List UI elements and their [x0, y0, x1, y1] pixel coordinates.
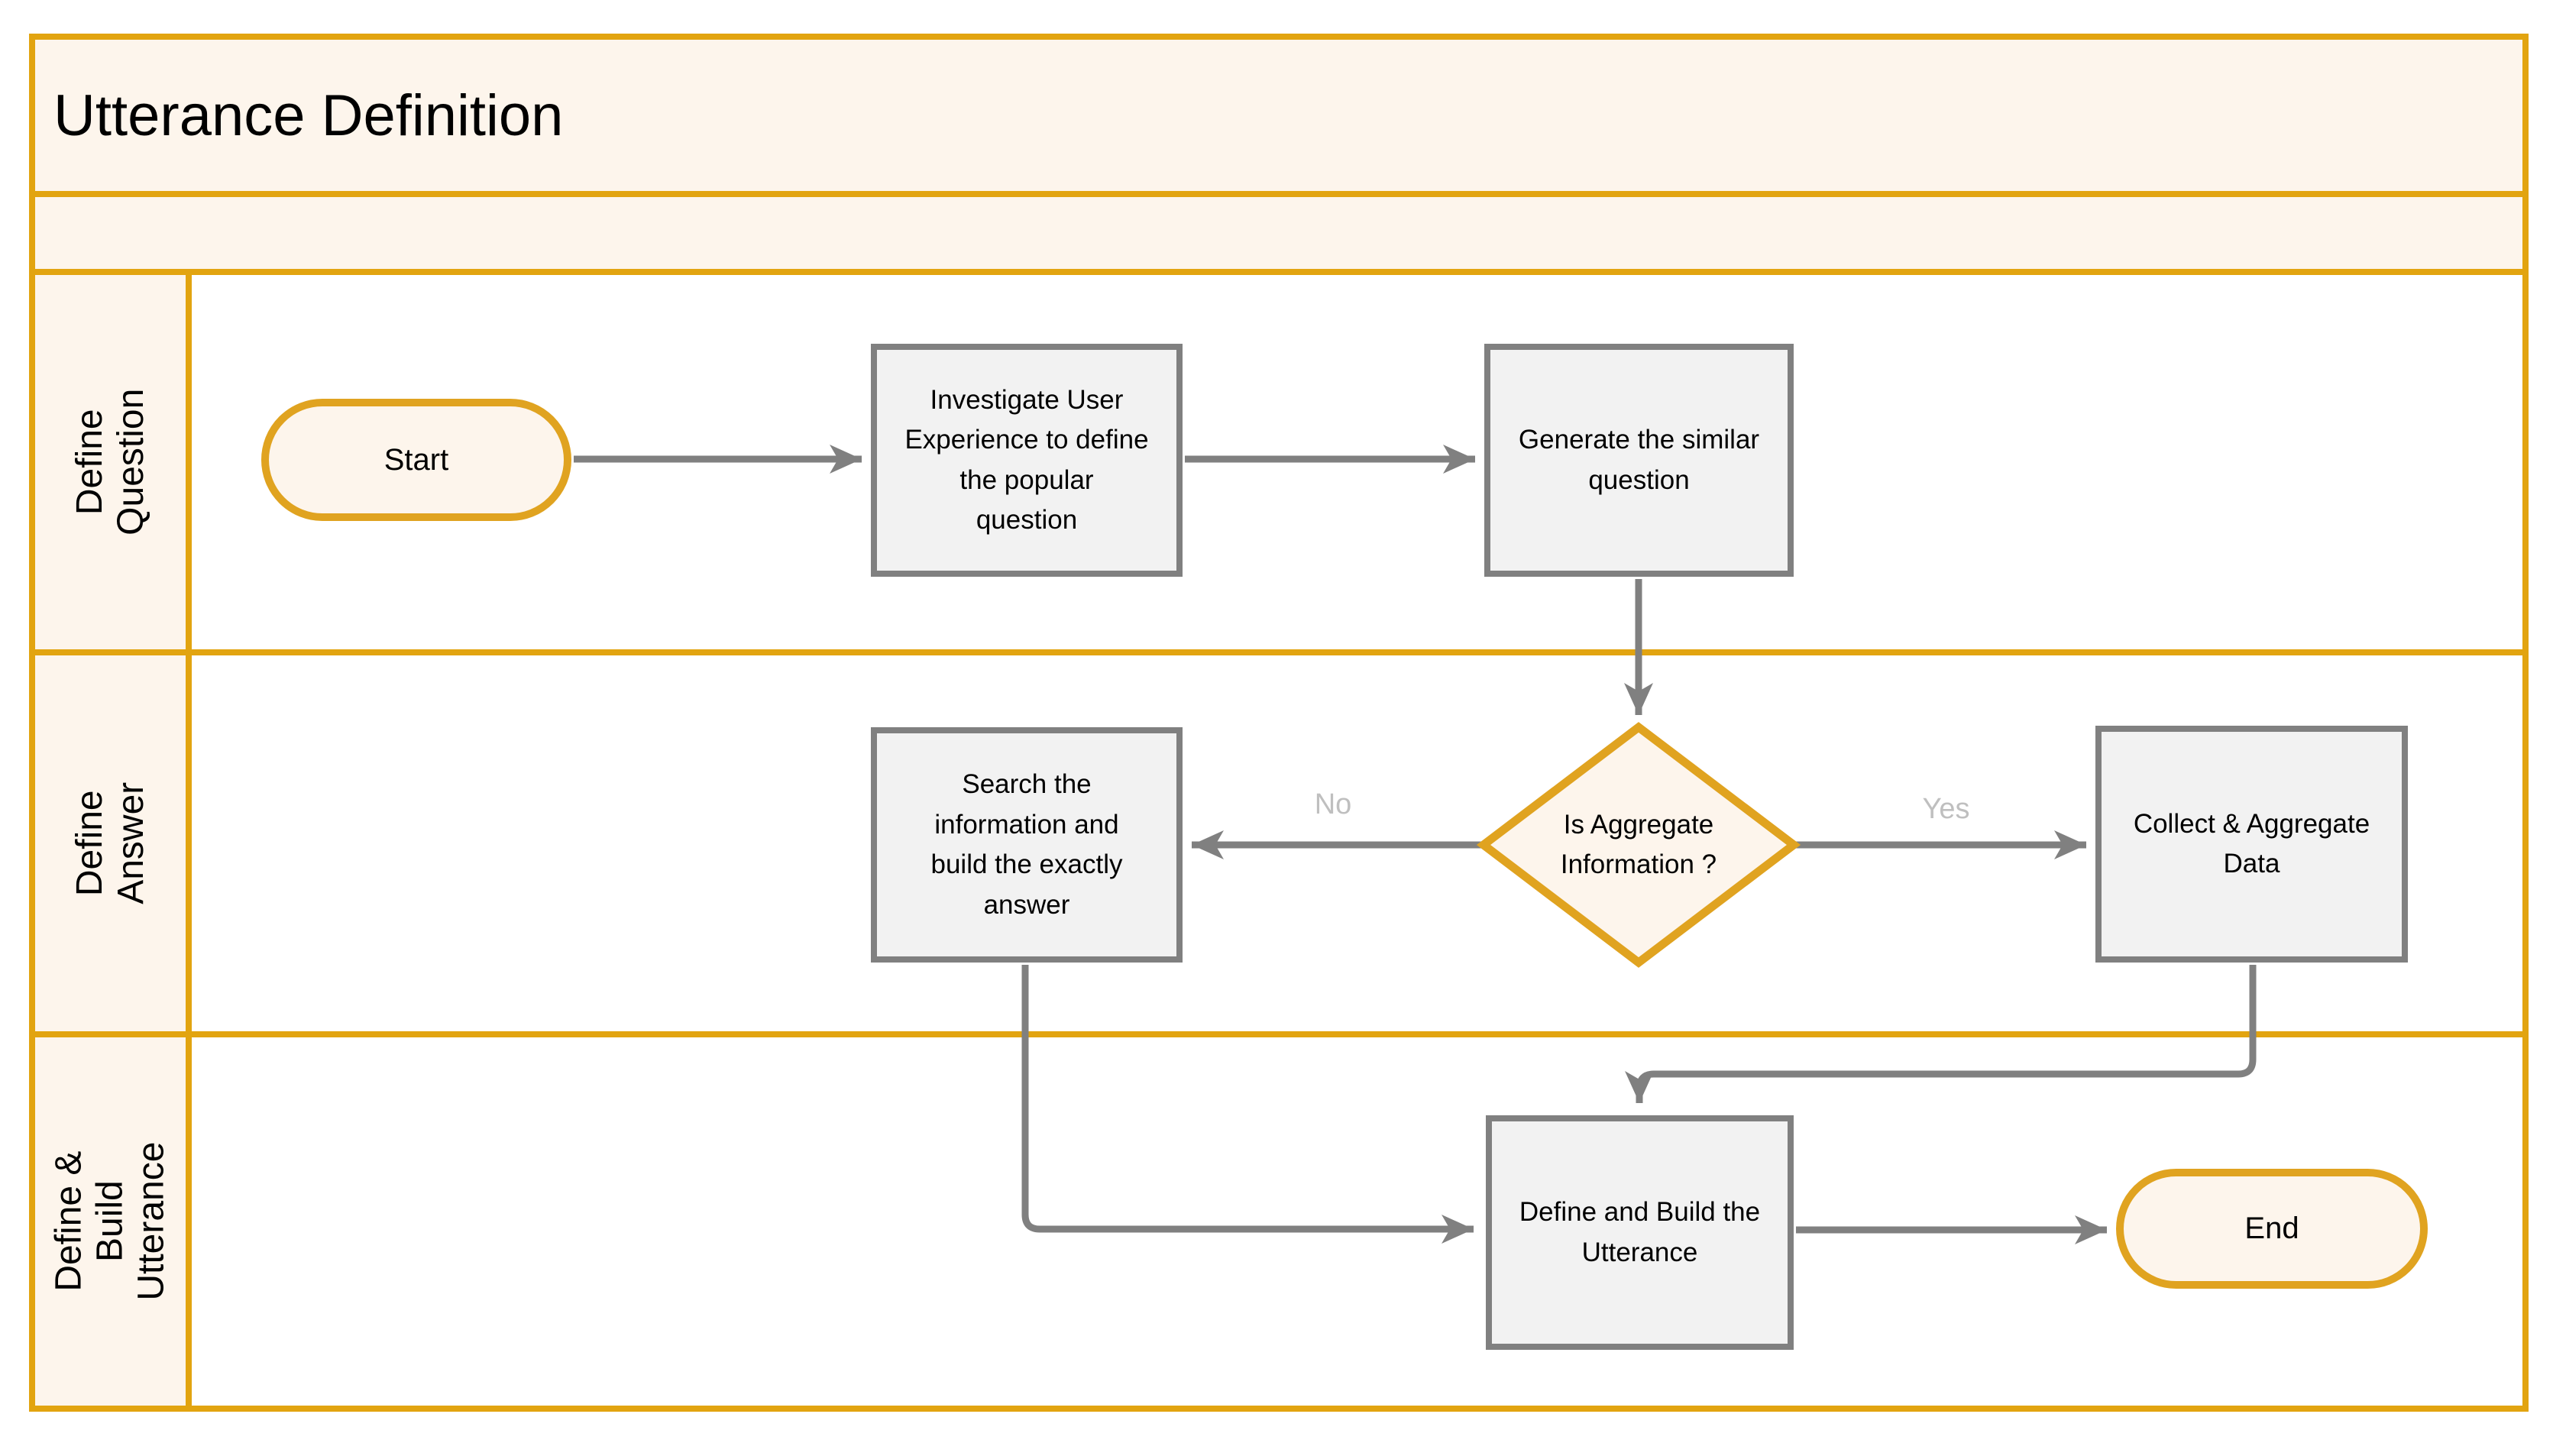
diagram-title-band: Utterance Definition [35, 40, 2522, 197]
branch-label-no: No [1314, 788, 1352, 820]
branch-label-yes: Yes [1922, 793, 1970, 825]
end-node: End [2116, 1169, 2428, 1289]
process-generate-similar-question: Generate the similar question [1484, 344, 1794, 577]
process-define-build-utterance: Define and Build the Utterance [1486, 1115, 1794, 1350]
arrow-collect-to-build [1625, 965, 2257, 1103]
lane-label-cell-define-question: Define Question [35, 275, 192, 649]
lane-label-cell-define-answer: Define Answer [35, 655, 192, 1031]
process-search-information: Search the information and build the exa… [871, 727, 1183, 963]
phase-header-band [35, 197, 2522, 275]
process-investigate-user-experience: Investigate User Experience to define th… [871, 344, 1183, 577]
decision-is-aggregate-information: Is Aggregate Information ? [1560, 809, 1717, 880]
arrow-search-to-build [1021, 965, 1474, 1244]
process-collect-aggregate-data: Collect & Aggregate Data [2095, 726, 2408, 963]
diagram-title: Utterance Definition [53, 83, 564, 148]
lane-label-cell-define-build-utterance: Define & Build Utterance [35, 1037, 192, 1406]
start-node: Start [261, 399, 571, 521]
decision-diamond-shape [1476, 722, 1801, 968]
